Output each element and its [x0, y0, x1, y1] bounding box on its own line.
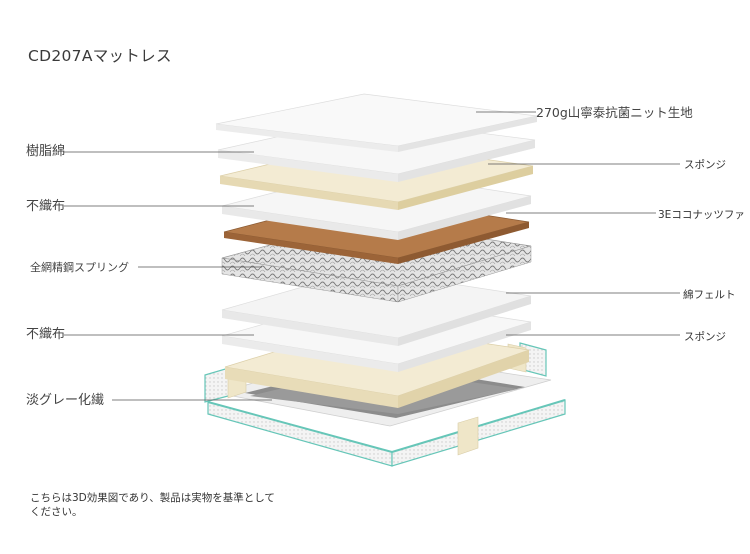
label-nonwoven-top: 不織布 [26, 199, 66, 214]
label-coconut-fiber: 3Eココナッツファ [658, 209, 745, 221]
label-sponge-bottom: スポンジ [684, 331, 726, 343]
label-steel-spring: 全網精鋼スプリング [30, 261, 129, 274]
leader-lines [64, 111, 680, 401]
label-resin-cotton: 樹脂綿 [26, 144, 66, 159]
label-nonwoven-bottom: 不織布 [26, 327, 66, 342]
label-gray-fiber: 淡グレー化繊 [26, 393, 105, 408]
disclaimer-line-1: こちらは3D効果図であり、製品は実物を基準として [30, 492, 275, 504]
label-cotton-felt: 綿フェルト [683, 289, 736, 301]
disclaimer-line-2: ください。 [30, 505, 83, 518]
page-title: CD207Aマットレス [28, 47, 172, 65]
disclaimer-note: こちらは3D効果図であり、製品は実物を基準として ください。 [30, 492, 330, 519]
layer-knit-fabric [215, 93, 538, 152]
label-knit-fabric: 270g山寧泰抗菌ニット生地 [536, 105, 693, 120]
label-sponge-top: スポンジ [684, 159, 726, 171]
layer-cotton-felt [221, 269, 532, 346]
